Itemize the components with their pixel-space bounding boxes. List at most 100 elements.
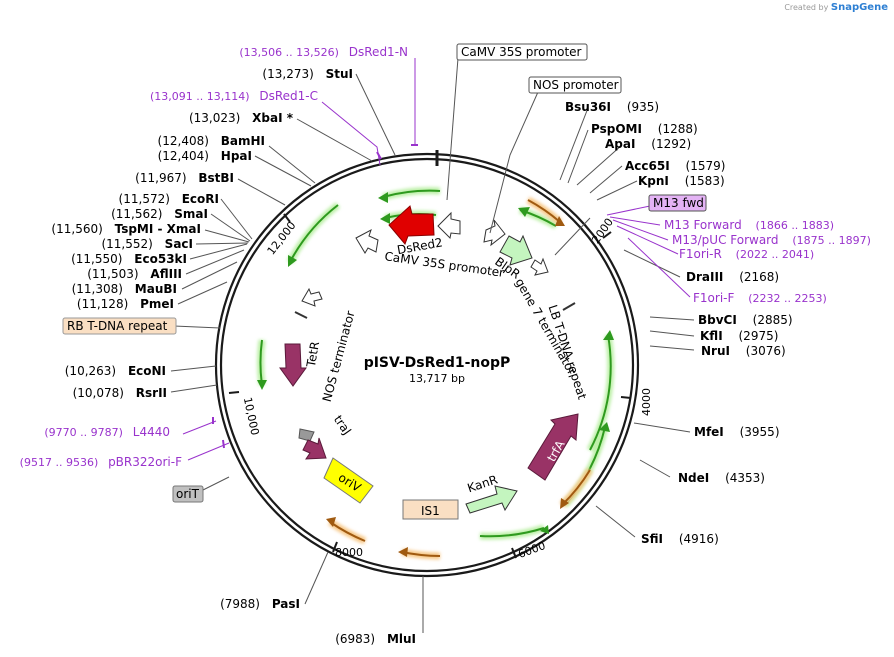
name: KpnI [638,174,669,188]
pos: (11,562) [111,207,162,221]
camv-top-box [456,43,588,61]
name: KflI [700,329,723,343]
nos-promoter-arrow [483,219,506,247]
tetr-arrow [279,343,307,387]
name: PspOMI [591,122,642,136]
primer-marks [212,144,418,449]
name: MfeI [694,425,724,439]
primer-f1ori-r: F1ori-R (2022 .. 2041) [679,247,814,261]
name: RsrII [136,386,167,400]
name: ApaI [605,137,635,151]
enzyme-smai: (11,562) SmaI [111,207,208,221]
enzyme-pmei: (11,128) PmeI [77,297,174,311]
enzyme-sfii: SfiI (4916) [641,532,719,546]
pos: (11,128) [77,297,128,311]
enzyme-saci: (11,552) SacI [101,237,193,251]
name: Eco53kI [134,252,187,266]
name: PmeI [140,297,174,311]
label-traj: traJ [331,413,354,438]
m13fwd-box [648,194,707,212]
rb-repeat-mark [294,311,308,319]
name: XbaI * [252,111,294,125]
traj-arrow [298,428,315,442]
name: TspMI - XmaI [115,222,201,236]
orit-label: oriT [176,487,200,501]
range: (1875 .. 1897) [792,234,871,247]
tick-label-2000: 2000 [589,216,616,246]
watermark: Created by SnapGene [784,2,888,13]
range: (13,506 .. 13,526) [239,46,339,59]
name: L4440 [133,425,170,439]
m13fwd-label: M13 fwd [653,196,704,210]
name: DsRed1-C [259,89,318,103]
snapgene-logo: SnapGene [830,2,888,13]
pos: (4916) [679,532,719,546]
pos: (1583) [685,174,725,188]
pos: (1292) [651,137,691,151]
name: AflIII [150,267,182,281]
pos: (11,967) [135,171,186,185]
watermark-prefix: Created by [784,3,829,12]
range: (9517 .. 9536) [20,456,99,469]
name: DsRed1-N [349,45,408,59]
oriv-shape [323,457,374,504]
enzyme-pspomi: PspOMI (1288) [591,122,698,136]
pos: (11,308) [72,282,123,296]
pos: (4353) [725,471,765,485]
range: (2022 .. 2041) [736,248,815,261]
enzyme-apai: ApaI (1292) [605,137,691,151]
name: MauBI [135,282,177,296]
name: SfiI [641,532,663,546]
kanr-arrow [465,485,518,514]
enzyme-ecori: (11,572) EcoRI [119,192,219,206]
enzyme-acc65i: Acc65I (1579) [625,159,725,173]
label-camv-inner: CaMV 35S promoter [384,249,505,280]
enzyme-pasi: (7988) PasI [220,597,300,611]
name: BamHI [221,134,265,148]
traj-arrow-2 [302,437,327,460]
name: EcoNI [128,364,166,378]
rb-box [62,317,177,335]
primer-dsred1-n: (13,506 .. 13,526) DsRed1-N [239,45,408,59]
enzyme-hpai: (12,404) HpaI [158,149,252,163]
trfa-arrow [527,413,579,481]
label-lb: LB T-DNA repeat [546,303,590,401]
pos: (12,404) [158,149,209,163]
pos: (12,408) [158,134,209,148]
camv-promoter-arrow-2 [355,228,379,254]
name: StuI [326,67,353,81]
range: (9770 .. 9787) [44,426,123,439]
label-is1: IS1 [421,504,440,518]
name: HpaI [221,149,252,163]
name: EcoRI [182,192,219,206]
enzyme-bsu36i: Bsu36I (935) [565,100,659,114]
tick-label-6000: 6000 [516,539,547,561]
enzyme-kpni: KpnI (1583) [638,174,725,188]
primer-m13-puc-forward: M13/pUC Forward (1875 .. 1897) [672,233,871,247]
pos: (11,552) [101,237,152,251]
name: MluI [387,632,416,646]
enzyme-rsrii: (10,078) RsrII [73,386,167,400]
primer-f1ori-f: F1ori-F (2232 .. 2253) [693,291,827,305]
name: BstBI [198,171,234,185]
label-kanr: KanR [466,472,500,495]
enzyme-ndei: NdeI (4353) [678,471,765,485]
enzyme-mfei: MfeI (3955) [694,425,780,439]
name: PasI [272,597,300,611]
feature-shapes [279,205,579,520]
name: pBR322ori-F [108,455,182,469]
primer-leader-lines [182,58,691,461]
tick-label-10000: 10,000 [241,396,262,436]
name: NruI [701,344,730,358]
pos: (13,273) [262,67,313,81]
leader-lines [170,57,695,633]
pos: (13,023) [189,111,240,125]
pos: (10,263) [65,364,116,378]
name: M13/pUC Forward [672,233,779,247]
primer-m13-forward: M13 Forward (1866 .. 1883) [664,218,834,232]
label-nos-terminator: NOS terminator [320,309,358,403]
blpr-arrow [499,234,533,266]
range: (2232 .. 2253) [748,292,827,305]
range: (1866 .. 1883) [756,219,835,232]
